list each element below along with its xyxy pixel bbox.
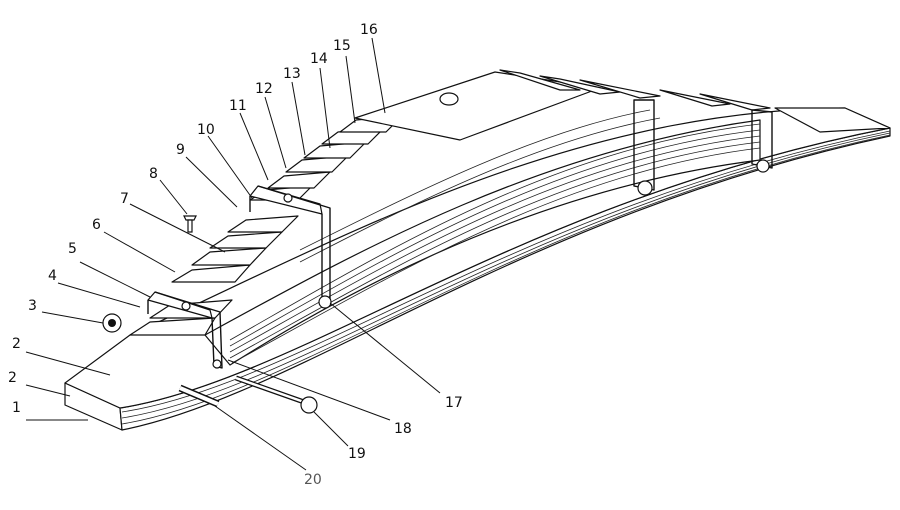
center-bolt-head [439, 92, 459, 106]
label-10: 10 [197, 122, 215, 138]
label-2-upper: 2 [12, 336, 21, 352]
label-14: 14 [310, 51, 328, 67]
spring-pack [64, 69, 891, 431]
label-17: 17 [445, 395, 463, 411]
label-20: 20 [304, 472, 322, 488]
label-15: 15 [333, 38, 351, 54]
rivet [183, 215, 197, 233]
label-16: 16 [360, 22, 378, 38]
label-18: 18 [394, 421, 412, 437]
clip-left [147, 291, 223, 369]
label-9: 9 [176, 142, 185, 158]
label-3: 3 [28, 298, 37, 314]
clip-middle-left [249, 185, 332, 309]
leaf-stack-body [204, 119, 761, 366]
label-1: 1 [12, 400, 21, 416]
label-6: 6 [92, 217, 101, 233]
label-5: 5 [68, 241, 77, 257]
leaf-steps-right [499, 69, 771, 111]
label-12: 12 [255, 81, 273, 97]
rebound-clips [147, 99, 773, 369]
leaf-edge-lines [121, 109, 891, 425]
main-leaf-right-end [774, 107, 891, 133]
clip-right [751, 109, 773, 173]
label-8: 8 [149, 166, 158, 182]
label-7: 7 [120, 191, 129, 207]
label-4: 4 [48, 268, 57, 284]
label-11: 11 [229, 98, 247, 114]
bolt [235, 375, 318, 414]
label-13: 13 [283, 66, 301, 82]
leader-lines [25, 37, 441, 471]
spacer-tube [178, 384, 220, 408]
callout-labels: 1 2 2 3 4 5 6 7 8 9 10 11 12 13 14 15 16… [8, 22, 463, 488]
clip-middle-right [633, 99, 655, 196]
label-19: 19 [348, 446, 366, 462]
label-2-lower: 2 [8, 370, 17, 386]
main-leaf-top [64, 107, 891, 409]
nut [102, 313, 122, 333]
